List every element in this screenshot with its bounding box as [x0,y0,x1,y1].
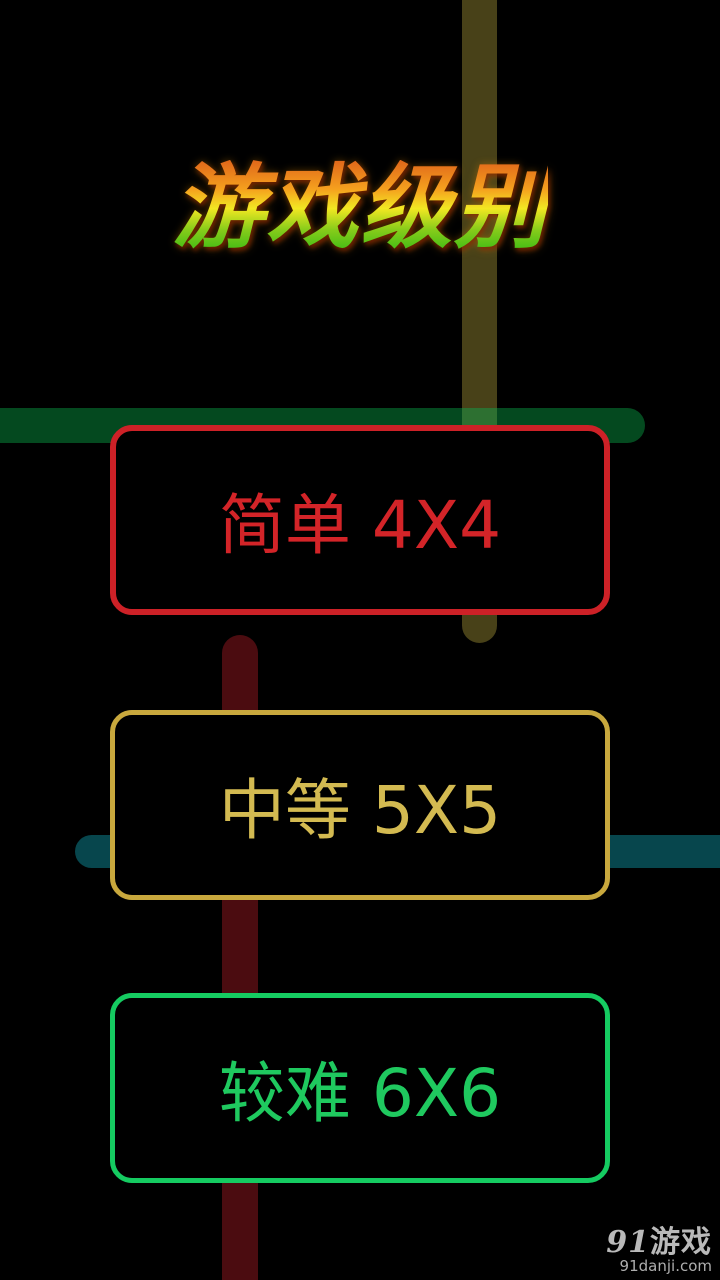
page-title: 游戏级别 [171,154,548,261]
watermark-logo-91: 91 [606,1224,650,1260]
level-button-medium-5x5[interactable]: 中等 5X5 [110,710,610,900]
watermark-site-url: 91danji.com [619,1256,712,1275]
level-button-easy-4x4[interactable]: 简单 4X4 [110,425,610,615]
level-button-medium-label: 中等 5X5 [218,772,502,849]
watermark: 91游戏 91danji.com [606,1224,712,1275]
level-button-hard-6x6[interactable]: 较难 6X6 [110,993,610,1183]
watermark-logo-text: 游戏 [650,1224,712,1260]
page-title-container: 游戏级别 [0,154,720,261]
level-button-hard-label: 较难 6X6 [218,1055,502,1132]
level-button-easy-label: 简单 4X4 [218,487,502,564]
watermark-logo: 91游戏 [606,1224,712,1260]
